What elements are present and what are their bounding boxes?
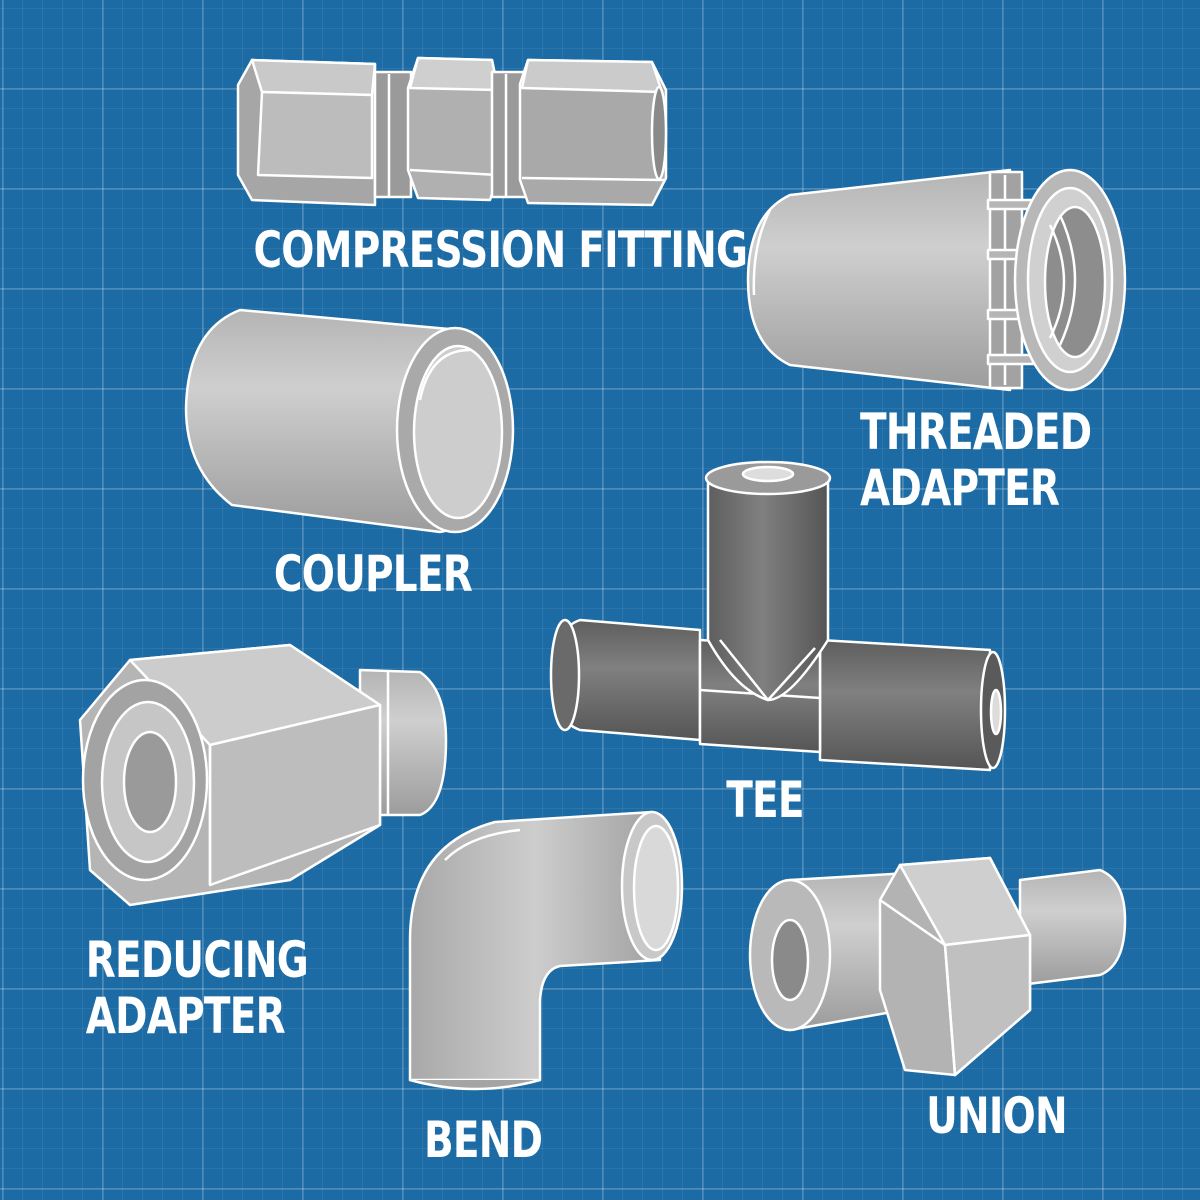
reducing-adapter-label: REDUCING ADAPTER (85, 931, 309, 1045)
label-line: COMPRESSION FITTING (253, 221, 748, 279)
label-line: TEE (726, 771, 804, 829)
label-line: UNION (926, 1087, 1067, 1145)
label-line: COUPLER (273, 545, 473, 603)
compression-fitting-part (236, 56, 668, 207)
coupler-label: COUPLER (273, 545, 473, 603)
bend-part (408, 810, 684, 1091)
coupler-part (184, 308, 515, 534)
threaded-adapter-label: THREADED ADAPTER (860, 403, 1092, 517)
threaded-adapter-part (746, 168, 1127, 392)
label-line: THREADED (860, 403, 1092, 461)
bend-label: BEND (423, 1111, 543, 1169)
reducing-adapter-part (78, 643, 448, 907)
label-line: ADAPTER (860, 459, 1060, 517)
compression-fitting-label: COMPRESSION FITTING (253, 221, 748, 279)
union-label: UNION (926, 1087, 1067, 1145)
tee-part (549, 460, 1007, 772)
label-line: BEND (423, 1111, 543, 1169)
tee-label: TEE (714, 772, 815, 828)
label-line: REDUCING (85, 931, 309, 989)
union-part (748, 856, 1127, 1077)
label-line: ADAPTER (85, 987, 286, 1045)
